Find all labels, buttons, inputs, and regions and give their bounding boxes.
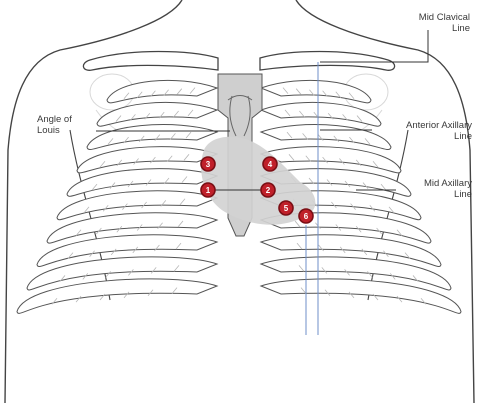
label-mid-clavical-line-1: Mid Clavical xyxy=(378,12,470,23)
electrode-4-number: 4 xyxy=(268,160,273,169)
electrode-2: 2 xyxy=(261,183,275,197)
rib-left-3 xyxy=(87,125,217,150)
rib-right-1 xyxy=(261,80,371,102)
label-anterior-axillary-line-1: Anterior Axillary xyxy=(370,120,472,131)
label-mid-clavical-line: Mid Clavical Line xyxy=(378,12,470,34)
rib-right-2 xyxy=(261,102,381,126)
label-angle-of-louis-2: Louis xyxy=(37,125,72,136)
rib-left-2 xyxy=(97,102,217,126)
electrode-5-number: 5 xyxy=(284,204,289,213)
electrode-3-number: 3 xyxy=(206,160,211,169)
label-angle-of-louis: Angle of Louis xyxy=(37,114,72,136)
label-mid-clavical-line-2: Line xyxy=(378,23,470,34)
label-anterior-axillary-line-2: Line xyxy=(370,131,472,142)
electrode-2-number: 2 xyxy=(266,186,271,195)
clavicles xyxy=(83,52,394,71)
electrode-6: 6 xyxy=(299,209,313,223)
electrode-1-number: 1 xyxy=(206,186,211,195)
electrode-1: 1 xyxy=(201,183,215,197)
electrode-3: 3 xyxy=(201,157,215,171)
label-mid-axillary-line: Mid Axillary Line xyxy=(392,178,472,200)
electrode-5: 5 xyxy=(279,201,293,215)
electrode-4: 4 xyxy=(263,157,277,171)
electrode-6-number: 6 xyxy=(304,212,309,221)
label-anterior-axillary-line: Anterior Axillary Line xyxy=(370,120,472,142)
label-mid-axillary-line-2: Line xyxy=(392,189,472,200)
label-mid-axillary-line-1: Mid Axillary xyxy=(392,178,472,189)
rib-left-1 xyxy=(107,80,217,102)
label-angle-of-louis-1: Angle of xyxy=(37,114,72,125)
